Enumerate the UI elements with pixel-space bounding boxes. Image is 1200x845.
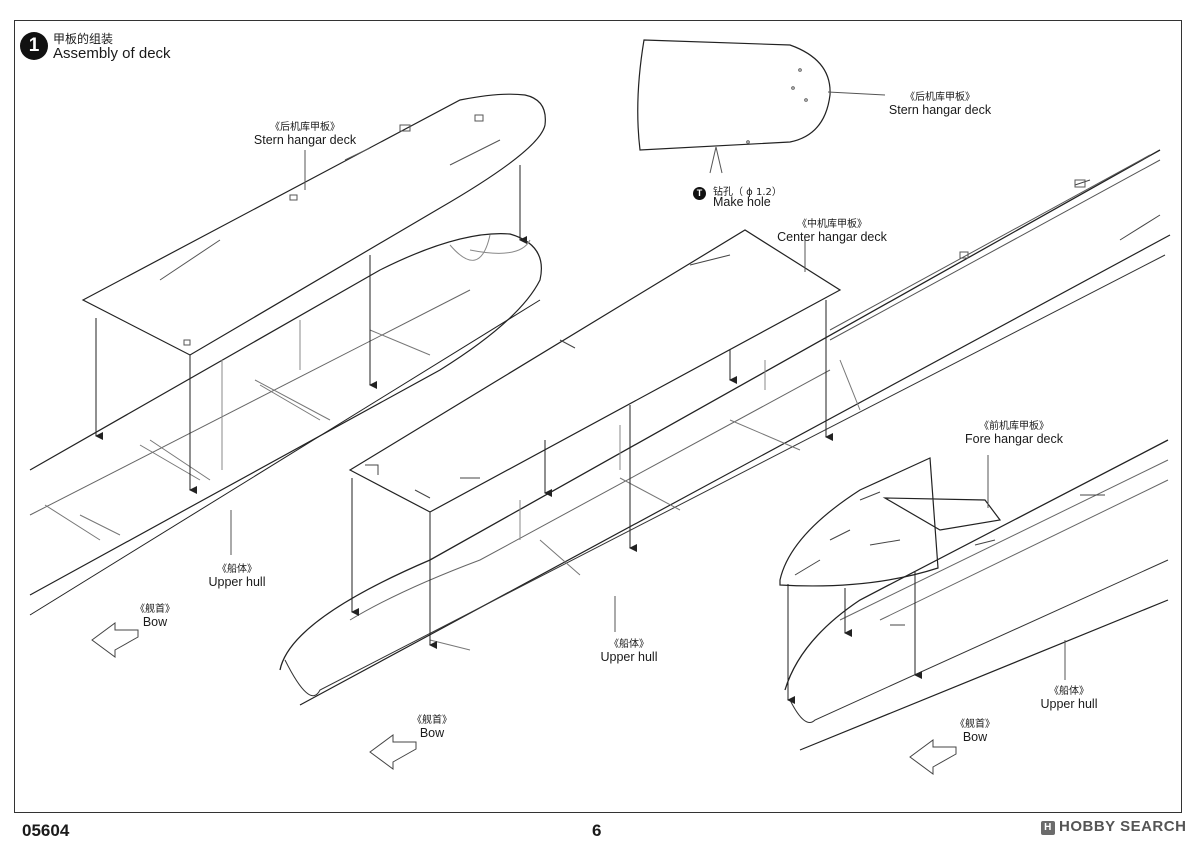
label-cn: 《舰首》: [955, 719, 995, 730]
label-en: Stern hangar deck: [253, 133, 357, 147]
watermark: H HOBBY SEARCH: [1041, 818, 1186, 835]
label-bow-left: 《舰首》 Bow: [130, 600, 180, 629]
label-cn: 《中机库甲板》: [797, 219, 867, 230]
label-cn: 《后机库甲板》: [905, 92, 975, 103]
tool-badge: T: [693, 187, 706, 200]
label-cn: 《后机库甲板》: [270, 122, 340, 133]
label-bow-right: 《舰首》 Bow: [950, 715, 1000, 744]
step-title-en: Assembly of deck: [53, 45, 171, 62]
label-en: Bow: [142, 615, 168, 629]
step-number-badge: 1: [20, 32, 48, 60]
label-cn: 《舰首》: [135, 604, 175, 615]
label-cn: 《前机库甲板》: [979, 421, 1049, 432]
label-stern-hangar-deck-left: 《后机库甲板》 Stern hangar deck: [250, 118, 360, 147]
label-center-hangar-deck: 《中机库甲板》 Center hangar deck: [776, 215, 888, 244]
label-fore-hangar-deck: 《前机库甲板》 Fore hangar deck: [964, 417, 1064, 446]
make-hole-en: Make hole: [713, 195, 771, 209]
bow-arrow-right: [909, 739, 957, 775]
page-frame: [14, 20, 1182, 813]
label-upper-hull-left: 《船体》 Upper hull: [200, 560, 274, 589]
label-en: Bow: [419, 726, 445, 740]
label-cn: 《船体》: [217, 564, 257, 575]
right-hull-part: [784, 439, 1169, 691]
make-hole-cn: 钻孔（ ϕ 1.2）: [713, 187, 782, 198]
bow-arrow-center: [369, 734, 417, 770]
label-en: Fore hangar deck: [965, 432, 1063, 446]
label-stern-hangar-deck-top: 《后机库甲板》 Stern hangar deck: [884, 88, 996, 117]
bow-arrow-left: [91, 622, 139, 658]
page-number: 6: [592, 821, 602, 840]
label-en: Upper hull: [208, 575, 266, 589]
watermark-text: HOBBY SEARCH: [1059, 818, 1187, 835]
hobby-search-logo-icon: H: [1041, 821, 1055, 835]
label-upper-hull-right: 《船体》 Upper hull: [1032, 682, 1106, 711]
center-hull-part: [279, 149, 1161, 671]
label-en: Upper hull: [600, 650, 658, 664]
step-title-cn: 甲板的组装: [53, 32, 114, 46]
product-code: 05604: [22, 821, 70, 840]
fore-hangar-deck-part: [779, 457, 1002, 587]
label-en: Upper hull: [1040, 697, 1098, 711]
left-hull-part: [29, 233, 542, 596]
stern-deck-detail: [637, 39, 831, 151]
label-en: Center hangar deck: [777, 230, 887, 244]
label-cn: 《舰首》: [412, 715, 452, 726]
label-upper-hull-center: 《船体》 Upper hull: [592, 635, 666, 664]
label-cn: 《船体》: [1049, 686, 1089, 697]
label-en: Stern hangar deck: [888, 103, 992, 117]
label-bow-center: 《舰首》 Bow: [407, 711, 457, 740]
center-hangar-deck-part: [348, 229, 842, 513]
label-en: Bow: [962, 730, 988, 744]
label-cn: 《船体》: [609, 639, 649, 650]
stern-hangar-deck-part: [81, 93, 546, 356]
